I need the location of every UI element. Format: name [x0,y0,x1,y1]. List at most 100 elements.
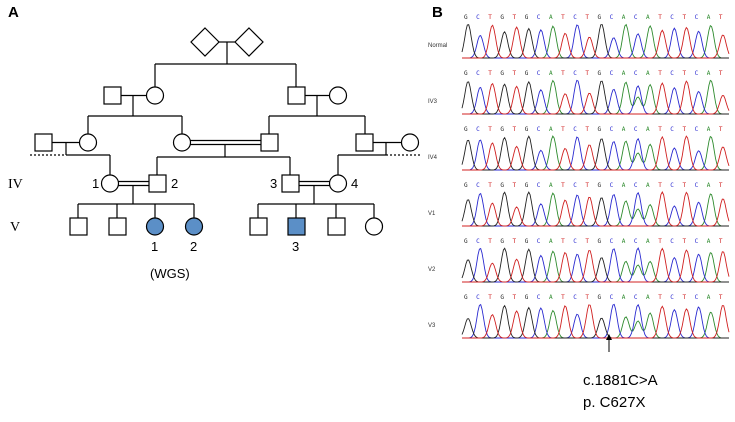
v1-label: 1 [151,239,158,254]
base-call-letter: T [561,182,565,189]
base-call-letter: A [622,126,626,133]
trace-label-iv4: IV4 [428,155,438,161]
base-call-letter: T [488,294,492,301]
base-call-letter: T [719,126,723,133]
v1-affected-circle [145,217,165,236]
base-call-letter: A [549,238,553,245]
base-call-letter: T [585,238,589,245]
base-call-letter: A [707,238,711,245]
gen2-right-square [287,86,306,105]
base-call-letter: G [598,294,602,301]
trace-channel-T [462,304,730,339]
base-call-letter: G [500,126,504,133]
base-call-letter: A [549,70,553,77]
base-call-letter: C [695,70,699,77]
base-call-letter: C [670,294,674,301]
base-call-letter: C [634,294,638,301]
base-call-letter: T [658,126,662,133]
base-call-letter: T [683,294,687,301]
base-call-letter: C [670,14,674,21]
base-call-letter: G [598,238,602,245]
base-call-letter: C [610,70,614,77]
base-call-letter: T [585,294,589,301]
base-call-letter: C [634,238,638,245]
gen3-square-d [355,133,374,152]
base-call-letter: T [513,126,517,133]
base-call-letter: T [719,238,723,245]
base-call-letter: T [719,70,723,77]
base-call-letter: C [670,182,674,189]
trace-channel-T [462,80,730,115]
base-call-letter: T [561,294,565,301]
base-call-letter: G [500,70,504,77]
base-call-letter: T [513,182,517,189]
base-call-letter: T [585,14,589,21]
base-call-letter: C [610,238,614,245]
base-call-letter: G [500,238,504,245]
v2-label: 2 [190,239,197,254]
base-call-letter: A [646,294,650,301]
base-call-letter: A [646,14,650,21]
base-call-letter: T [719,182,723,189]
base-call-letter: T [683,70,687,77]
base-call-letter: C [670,70,674,77]
base-call-letter: C [537,294,541,301]
base-call-letter: A [707,14,711,21]
generation-label-iv: IV [8,177,23,192]
base-call-letter: T [585,182,589,189]
base-call-letter: T [561,70,565,77]
base-call-letter: T [488,70,492,77]
base-call-letter: C [695,126,699,133]
trace-channel-T [462,247,730,283]
base-call-letter: G [525,70,529,77]
base-call-letter: C [537,14,541,21]
base-call-letter: G [500,294,504,301]
base-call-letter: G [525,294,529,301]
trace-channel-G [461,80,729,115]
base-call-letter: T [561,14,565,21]
base-call-letter: G [464,238,468,245]
mutation-arrow-head [606,334,612,340]
base-call-letter: C [695,238,699,245]
v-circle-8 [364,217,384,236]
base-call-letter: G [464,70,468,77]
base-call-letter: C [695,294,699,301]
base-call-letter: C [537,182,541,189]
base-call-letter: G [464,182,468,189]
base-call-letter: C [670,238,674,245]
generation-label-v: V [10,220,20,235]
base-call-letter: A [707,182,711,189]
base-call-letter: T [658,294,662,301]
base-call-letter: A [622,294,626,301]
v3-label: 3 [292,239,299,254]
gen2-left-circle [145,86,165,105]
base-call-letter: A [646,182,650,189]
trace-label-v3: V3 [428,323,436,329]
base-call-letter: C [537,70,541,77]
trace-channel-G [461,24,729,59]
base-call-letter: C [537,238,541,245]
base-call-letter: T [488,126,492,133]
base-call-letter: A [646,238,650,245]
base-call-letter: T [585,70,589,77]
base-call-letter: A [549,126,553,133]
base-call-letter: C [634,14,638,21]
mutation-cdna-label: c.1881C>A [583,372,658,389]
base-call-letter: C [610,182,614,189]
iv4-label: 4 [351,176,358,191]
base-call-letter: A [707,70,711,77]
trace-channel-G [461,304,729,339]
v-square-1 [69,217,88,236]
base-call-letter: T [658,182,662,189]
base-call-letter: G [525,14,529,21]
base-call-letter: T [513,70,517,77]
gen3-circle-b [172,133,192,152]
base-call-letter: C [695,182,699,189]
base-call-letter: T [488,14,492,21]
base-call-letter: T [561,126,565,133]
trace-label-iv3: IV3 [428,99,438,105]
base-call-letter: T [513,238,517,245]
gen3-square-c [260,133,279,152]
base-call-letter: T [585,126,589,133]
